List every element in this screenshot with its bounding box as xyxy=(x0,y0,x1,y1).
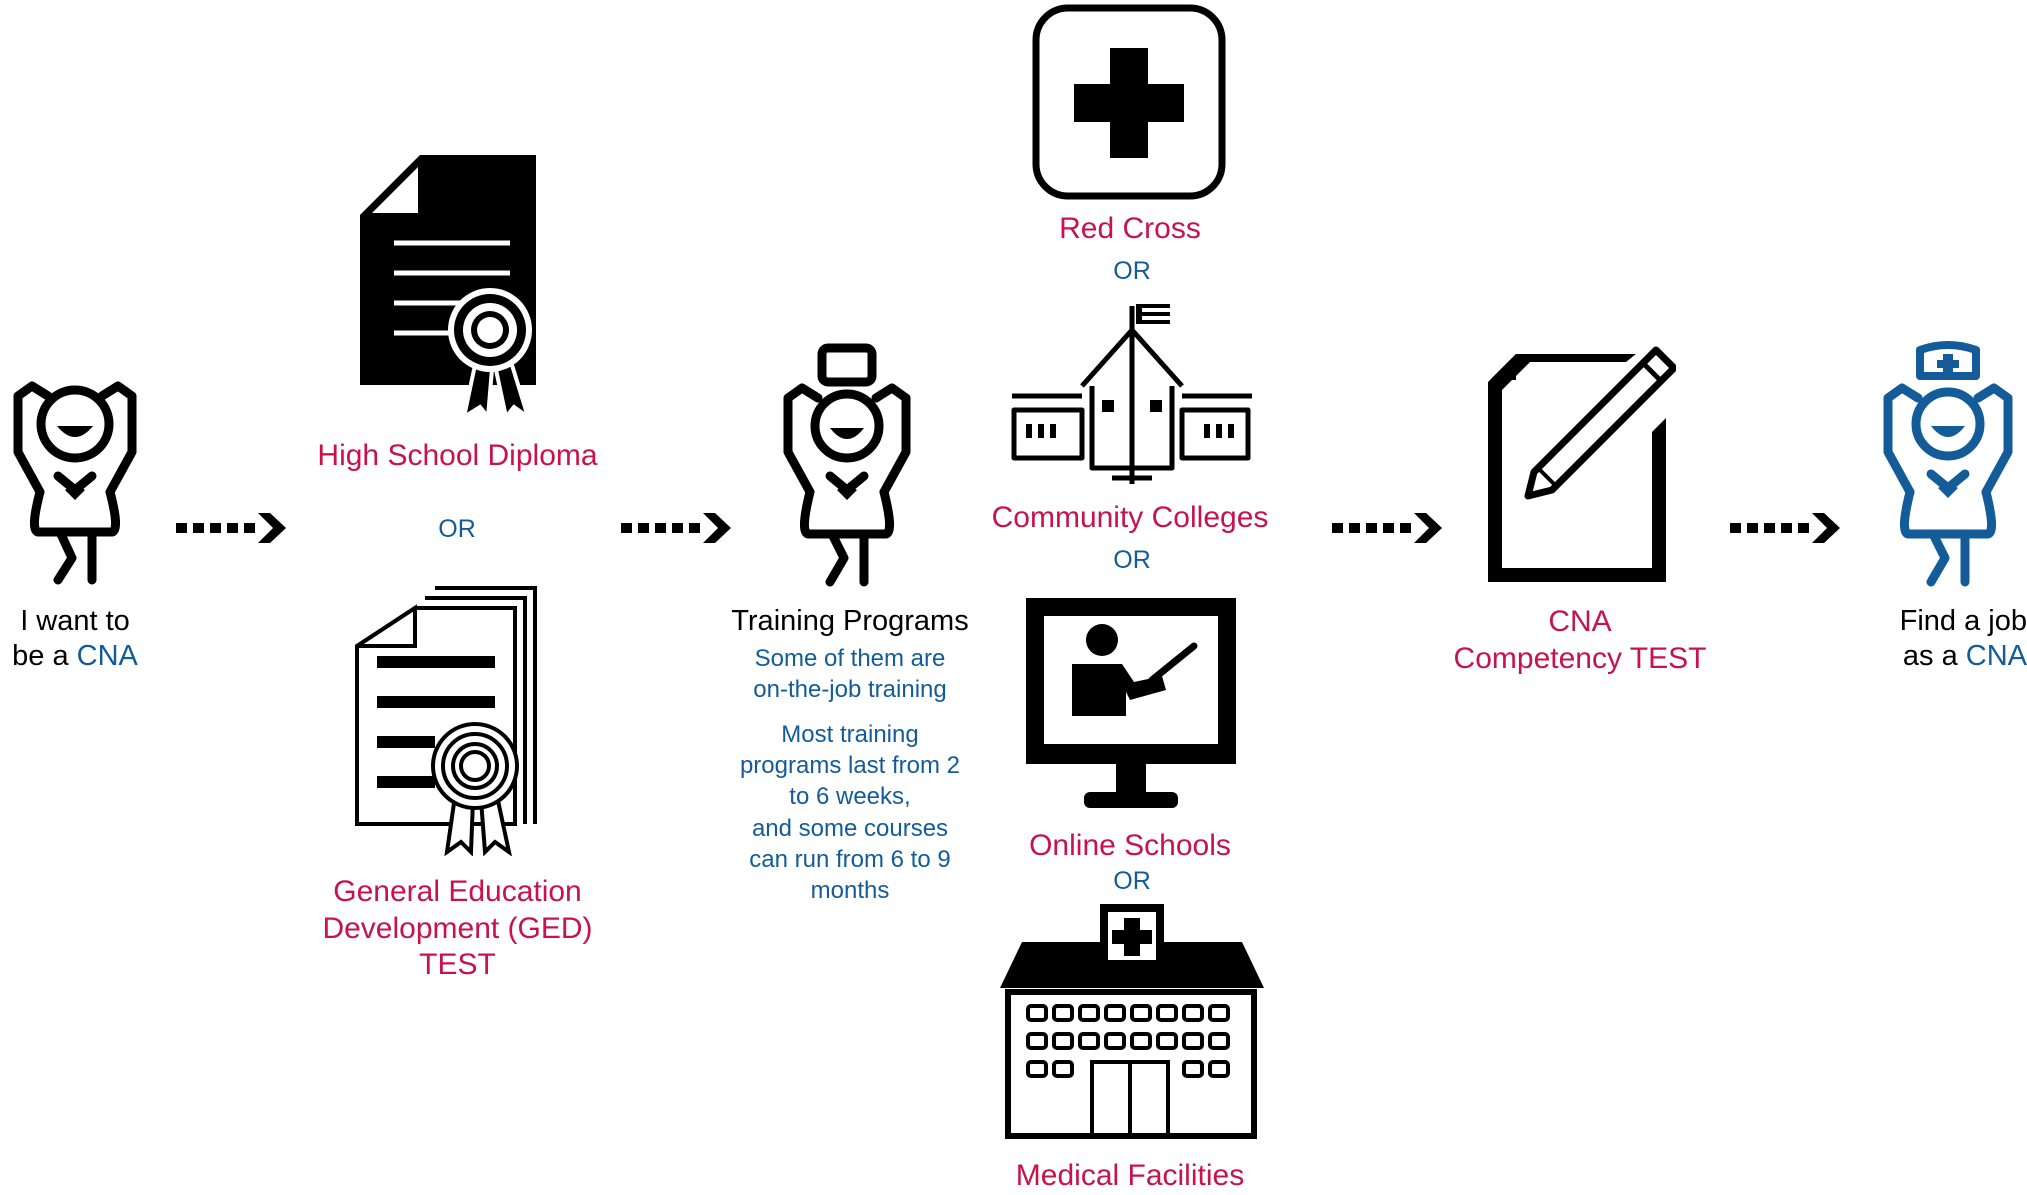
or-label-providers-3: OR xyxy=(1113,867,1151,895)
provider-online-schools: Online Schools xyxy=(1029,829,1231,862)
provider-community-colleges: Community Colleges xyxy=(991,501,1269,534)
goal-label-line2: as a CNA xyxy=(1868,639,2027,674)
goal-label: Find a job as a CNA xyxy=(1868,604,2027,675)
training-note2-line: to 6 weeks, xyxy=(789,783,911,811)
start-cna-highlight: CNA xyxy=(76,640,138,673)
training-note2-line: and some courses xyxy=(751,814,949,842)
certificate-icon xyxy=(355,586,537,856)
red-cross-icon xyxy=(1032,4,1226,200)
person-icon xyxy=(13,381,137,585)
training-note1-line2: on-the-job training xyxy=(753,676,947,704)
training-note2-line: months xyxy=(810,876,890,904)
student-icon xyxy=(783,343,911,587)
start-prefix: be a xyxy=(12,640,77,673)
training-note1-line1: Some of them are xyxy=(754,645,946,672)
arrow-icon xyxy=(1332,513,1442,543)
college-icon xyxy=(1011,304,1252,484)
nurse-icon xyxy=(1883,341,2013,587)
arrow-icon xyxy=(621,513,731,543)
provider-red-cross: Red Cross xyxy=(1059,212,1201,245)
training-note2-line: Most training xyxy=(781,721,919,748)
start-label-line1: I want to xyxy=(20,605,130,637)
training-programs-title: Training Programs xyxy=(731,605,969,637)
online-class-icon xyxy=(1026,598,1236,808)
or-label-prereq: OR xyxy=(438,515,476,543)
cna-test-label-line1: CNA xyxy=(1548,605,1612,638)
ged-label-line2: Development (GED) xyxy=(322,911,593,945)
arrow-icon xyxy=(176,513,286,543)
ged-label-line1: General Education xyxy=(333,875,582,908)
cna-test-label-line2: Competency TEST xyxy=(1453,641,1707,675)
start-label: I want to be a CNA xyxy=(0,604,150,675)
training-note-2: Most training programs last from 2 to 6 … xyxy=(700,719,1000,906)
training-note2-line: can run from 6 to 9 xyxy=(749,845,951,873)
goal-cna-highlight: CNA xyxy=(1965,640,2027,673)
start-label-line2: be a CNA xyxy=(0,639,150,674)
high-school-diploma-label: High School Diploma xyxy=(317,439,598,472)
arrow-icon xyxy=(1730,513,1840,543)
test-pencil-icon xyxy=(1488,346,1676,582)
provider-medical-facilities: Medical Facilities xyxy=(1015,1159,1245,1192)
or-label-providers-1: OR xyxy=(1113,257,1151,285)
or-label-providers-2: OR xyxy=(1113,546,1151,574)
training-note-1: Some of them are on-the-job training xyxy=(700,643,1000,705)
goal-label-line1: Find a job xyxy=(1899,605,2027,637)
cna-test-label: CNA Competency TEST xyxy=(1420,604,1740,677)
hospital-icon xyxy=(1000,904,1264,1139)
diploma-icon xyxy=(360,155,536,417)
ged-label-line3: TEST xyxy=(419,948,496,982)
goal-prefix: as a xyxy=(1902,640,1966,673)
training-note2-line: programs last from 2 xyxy=(739,752,961,780)
ged-label: General Education Development (GED) TEST xyxy=(300,874,615,984)
